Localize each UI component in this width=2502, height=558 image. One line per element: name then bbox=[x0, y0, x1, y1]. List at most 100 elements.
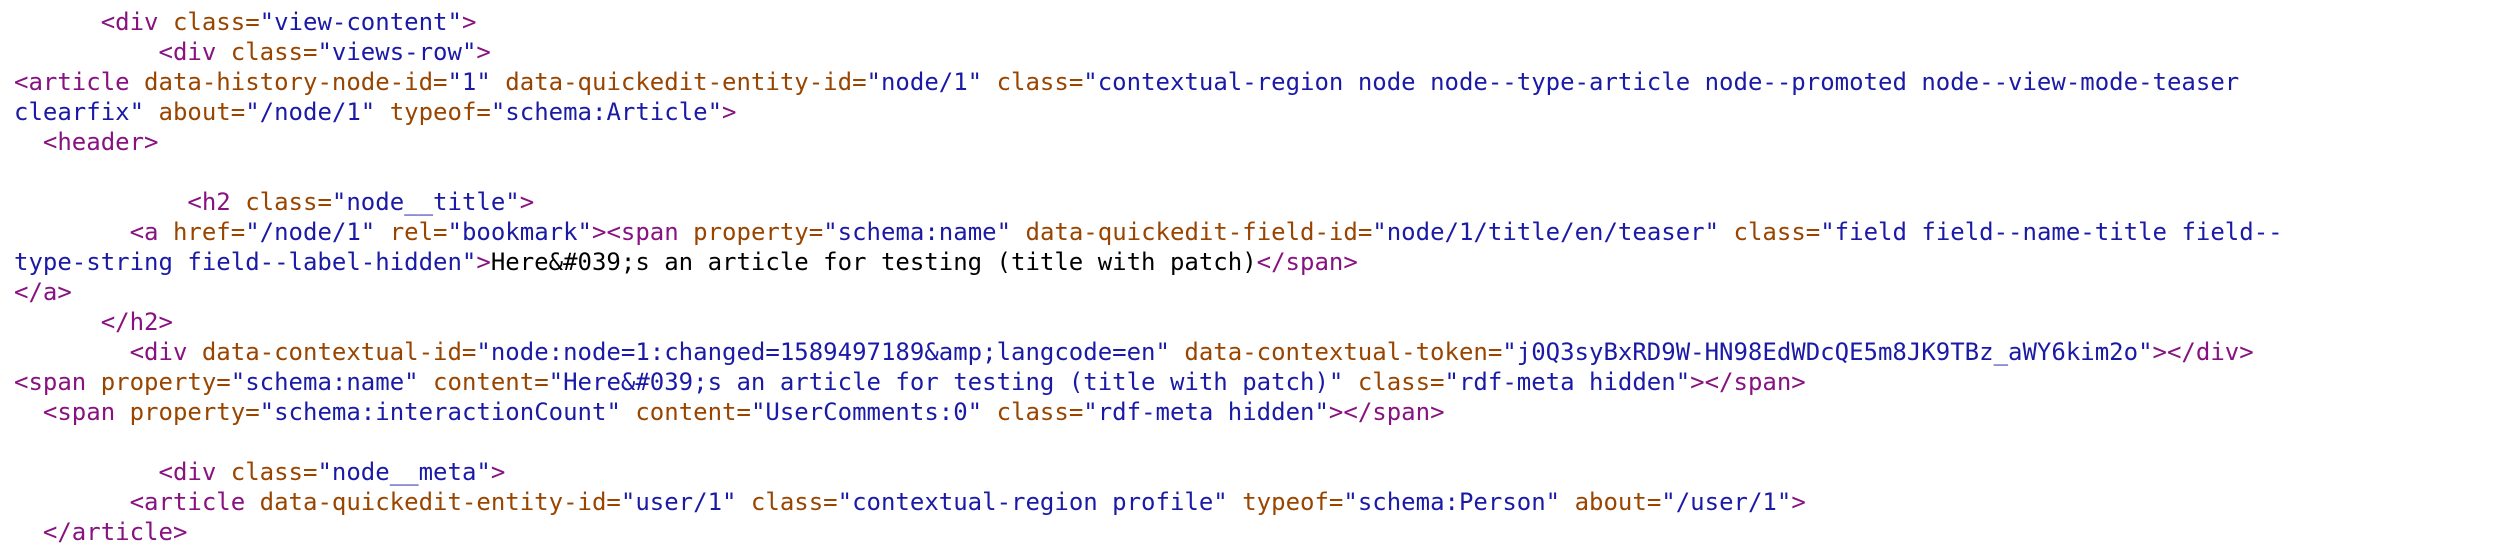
html-tag-token: <article bbox=[14, 68, 130, 96]
attribute-name-token: data-contextual-id= bbox=[201, 338, 477, 366]
attribute-value-token[interactable]: "/user/1" bbox=[1661, 488, 1792, 516]
attribute-value-token: "1" bbox=[447, 68, 491, 96]
text-token bbox=[86, 368, 100, 396]
source-line: <div class="view-content"> bbox=[14, 7, 2502, 37]
html-tag-token: ></div> bbox=[2152, 338, 2254, 366]
html-tag-token: <div bbox=[158, 38, 217, 66]
html-tag-token: ></span> bbox=[1328, 398, 1445, 426]
attribute-value-token: "schema:Person" bbox=[1343, 488, 1561, 516]
html-tag-token: <div bbox=[158, 458, 217, 486]
source-line: <h2 class="node__title"> bbox=[14, 187, 2502, 217]
attribute-value-token: "views-row" bbox=[317, 38, 477, 66]
attribute-name-token: property= bbox=[129, 398, 260, 426]
attribute-value-token: "Here&#039;s an article for testing (tit… bbox=[548, 368, 1344, 396]
text-token bbox=[491, 68, 505, 96]
text-token bbox=[982, 68, 996, 96]
source-line: clearfix" about="/node/1" typeof="schema… bbox=[14, 97, 2502, 127]
text-token bbox=[375, 218, 389, 246]
text-token bbox=[115, 398, 129, 426]
source-line: </a> bbox=[14, 277, 2502, 307]
text-token bbox=[1228, 488, 1242, 516]
text-token bbox=[621, 398, 635, 426]
html-tag-token: <h2 bbox=[187, 188, 231, 216]
attribute-name-token: data-history-node-id= bbox=[144, 68, 448, 96]
attribute-value-token[interactable]: "/node/1" bbox=[245, 98, 376, 126]
attribute-name-token: class= bbox=[1357, 368, 1445, 396]
text-token bbox=[159, 218, 173, 246]
attribute-value-token: "node__title" bbox=[331, 188, 520, 216]
indent bbox=[14, 518, 43, 546]
source-line: <div class="node__meta"> bbox=[14, 457, 2502, 487]
text-token bbox=[679, 218, 693, 246]
attribute-value-token: "j0Q3syBxRD9W-HN98EdWDcQE5m8JK9TBz_aWY6k… bbox=[1502, 338, 2153, 366]
text-token bbox=[216, 458, 230, 486]
text-token bbox=[245, 488, 259, 516]
attribute-value-token: "field field--name-title field-- bbox=[1820, 218, 2283, 246]
text-token bbox=[187, 338, 201, 366]
attribute-name-token: data-quickedit-entity-id= bbox=[259, 488, 621, 516]
html-tag-token: > bbox=[1791, 488, 1806, 516]
indent bbox=[14, 218, 130, 246]
attribute-value-token: "schema:name" bbox=[823, 218, 1012, 246]
html-tag-token: > bbox=[476, 248, 491, 276]
html-tag-token: </a> bbox=[14, 278, 72, 306]
attribute-name-token: content= bbox=[433, 368, 549, 396]
attribute-name-token: typeof= bbox=[389, 98, 491, 126]
text-token bbox=[736, 488, 750, 516]
indent bbox=[14, 308, 101, 336]
attribute-value-token: "rdf-meta hidden" bbox=[1083, 398, 1329, 426]
html-tag-token: > bbox=[476, 38, 491, 66]
html-tag-token: <div bbox=[129, 338, 188, 366]
html-tag-token: > bbox=[722, 98, 737, 126]
attribute-value-token: "user/1" bbox=[620, 488, 737, 516]
html-tag-token: </h2> bbox=[100, 308, 173, 336]
attribute-name-token: about= bbox=[158, 98, 246, 126]
source-line bbox=[14, 427, 2502, 457]
attribute-name-token: about= bbox=[1574, 488, 1662, 516]
attribute-value-token: clearfix" bbox=[14, 98, 145, 126]
source-line: <div data-contextual-id="node:node=1:cha… bbox=[14, 337, 2502, 367]
attribute-value-token: "UserComments:0" bbox=[750, 398, 983, 426]
html-tag-token: </article> bbox=[42, 518, 188, 546]
attribute-name-token: data-quickedit-field-id= bbox=[1025, 218, 1373, 246]
attribute-name-token: class= bbox=[245, 188, 332, 216]
source-line: <article data-history-node-id="1" data-q… bbox=[14, 67, 2502, 97]
attribute-name-token: data-contextual-token= bbox=[1184, 338, 1503, 366]
html-tag-token: <a bbox=[129, 218, 159, 246]
attribute-name-token: content= bbox=[635, 398, 751, 426]
attribute-name-token: data-quickedit-entity-id= bbox=[505, 68, 867, 96]
indent bbox=[14, 128, 43, 156]
attribute-value-token: "node/1/title/en/teaser" bbox=[1372, 218, 1720, 246]
html-tag-token: <div bbox=[100, 8, 159, 36]
text-token bbox=[419, 368, 433, 396]
indent bbox=[14, 38, 159, 66]
text-token bbox=[231, 188, 245, 216]
attribute-value-token: "view-content" bbox=[259, 8, 462, 36]
source-line: </h2> bbox=[14, 307, 2502, 337]
attribute-value-token: "node__meta" bbox=[317, 458, 491, 486]
attribute-name-token: class= bbox=[750, 488, 838, 516]
attribute-name-token: class= bbox=[1733, 218, 1821, 246]
attribute-value-token[interactable]: "/node/1" bbox=[245, 218, 376, 246]
indent bbox=[14, 398, 43, 426]
attribute-name-token: class= bbox=[230, 38, 318, 66]
attribute-name-token: typeof= bbox=[1242, 488, 1344, 516]
attribute-value-token: "node:node=1:changed=1589497189&amp;lang… bbox=[476, 338, 1170, 366]
attribute-name-token: property= bbox=[693, 218, 824, 246]
source-line: <span property="schema:name" content="He… bbox=[14, 367, 2502, 397]
text-token: Here&#039;s an article for testing (titl… bbox=[490, 248, 1257, 276]
indent bbox=[14, 458, 159, 486]
source-line: <a href="/node/1" rel="bookmark"><span p… bbox=[14, 217, 2502, 247]
indent bbox=[14, 8, 101, 36]
html-tag-token: ><span bbox=[592, 218, 679, 246]
attribute-name-token: class= bbox=[172, 8, 260, 36]
text-token bbox=[144, 98, 158, 126]
attribute-value-token: "contextual-region profile" bbox=[837, 488, 1228, 516]
html-tag-token: <span bbox=[42, 398, 116, 426]
html-tag-token: > bbox=[461, 8, 477, 36]
attribute-value-token: "schema:name" bbox=[230, 368, 419, 396]
source-line: </article> bbox=[14, 517, 2502, 547]
html-tag-token: <header> bbox=[42, 128, 159, 156]
html-tag-token: </span> bbox=[1256, 248, 1358, 276]
